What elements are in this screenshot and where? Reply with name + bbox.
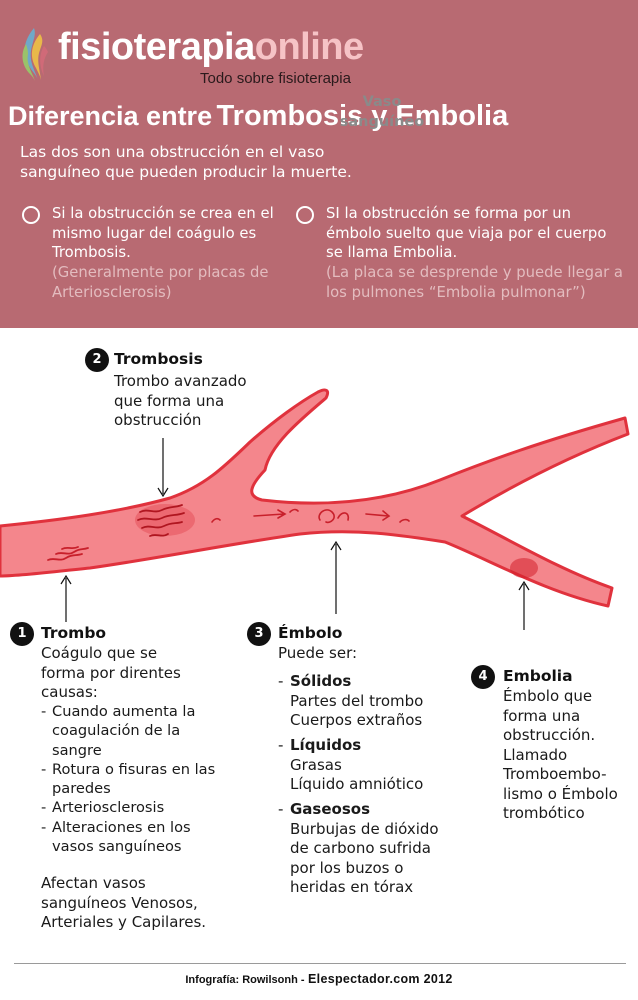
- option-embolia: SI la obstrucción se forma por un émbolo…: [296, 204, 636, 314]
- option-trombosis-note: (Generalmente por placas de Arterioscler…: [52, 264, 269, 301]
- group-item: Partes del trombo: [290, 691, 424, 710]
- group-item: Líquido amniótico: [290, 775, 424, 793]
- footer-source: Elespectador.com 2012: [308, 972, 453, 986]
- embolo-subtitle: Puede ser:: [278, 644, 358, 662]
- tagline: Todo sobre fisioterapia: [200, 70, 351, 87]
- embolia-description: Émbolo que forma una obstrucción. Llamad…: [503, 687, 618, 822]
- number-badge-3: 3: [247, 622, 271, 646]
- group-heading: Gaseosos: [278, 800, 458, 820]
- footer-credit: Infografía: Rowilsonh - Elespectador.com…: [0, 972, 638, 986]
- trombosis-title: Trombosis: [114, 350, 203, 368]
- vessel-label: Vaso sanguíneo: [339, 94, 425, 130]
- blood-vessel-shape: [0, 388, 630, 608]
- trombo-causes-list: Cuando aumenta la coagulación de la sang…: [41, 702, 216, 856]
- option-trombosis: Si la obstrucción se crea en el mismo lu…: [22, 204, 274, 314]
- pointer-lines: [60, 438, 530, 630]
- footer-author: Infografía: Rowilsonh -: [185, 974, 305, 986]
- list-item: Alteraciones en los vasos sanguíneos: [41, 818, 216, 857]
- intro-text: Las dos son una obstrucción en el vaso s…: [20, 143, 352, 181]
- trombosis-clot-mark: [135, 504, 195, 537]
- logo-flame-icon: [22, 28, 48, 81]
- brand-part2: online: [254, 26, 364, 68]
- circle-bullet-icon: [22, 206, 40, 224]
- trombosis-description: Trombo avanzado que forma una obstrucció…: [114, 372, 247, 429]
- group-heading: Líquidos: [278, 736, 478, 756]
- option-trombosis-text: Si la obstrucción se crea en el mismo lu…: [52, 205, 274, 261]
- embolo-title: Émbolo: [278, 624, 343, 642]
- brand-part1: fisioterapia: [58, 26, 255, 68]
- footer-divider: [14, 963, 626, 964]
- embolo-group-solidos: Sólidos Partes del trombo Cuerpos extrañ…: [278, 672, 478, 731]
- number-badge-4: 4: [471, 665, 495, 689]
- trombo-clot-mark: [47, 546, 89, 561]
- embolo-group-liquidos: Líquidos Grasas Líquido amniótico: [278, 736, 478, 795]
- page-title: Diferencia entre Trombosis y Embolia: [8, 100, 508, 133]
- list-item: Rotura o fisuras en las paredes: [41, 760, 216, 799]
- group-heading: Sólidos: [278, 672, 478, 692]
- group-item: Cuerpos extraños: [290, 711, 423, 729]
- embolia-obstruction-mark: [510, 558, 538, 578]
- group-item: Grasas: [290, 755, 342, 774]
- group-item: Burbujas de dióxido de carbono sufrida p…: [290, 819, 439, 897]
- trombo-title: Trombo: [41, 624, 107, 642]
- list-item: Arteriosclerosis: [41, 798, 216, 818]
- number-badge-2: 2: [85, 348, 109, 372]
- title-part1: Diferencia entre: [8, 101, 213, 131]
- title-part2: Trombosis y Embolia: [216, 100, 509, 132]
- number-badge-1: 1: [10, 622, 34, 646]
- option-embolia-note: (La placa se desprende y puede llegar a …: [326, 264, 623, 301]
- list-item: Cuando aumenta la coagulación de la sang…: [41, 702, 216, 760]
- circle-bullet-icon: [296, 206, 314, 224]
- embolia-title: Embolia: [503, 667, 573, 685]
- header-banner: fisioterapiaonline Todo sobre fisioterap…: [0, 0, 638, 328]
- option-embolia-text: SI la obstrucción se forma por un émbolo…: [326, 205, 607, 261]
- embolo-group-gaseosos: Gaseosos Burbujas de dióxido de carbono …: [278, 800, 458, 898]
- embolo-marks: [211, 508, 410, 524]
- trombo-affects: Afectan vasos sanguíneos Venosos, Arteri…: [41, 874, 207, 931]
- blood-vessel-diagram: [0, 388, 630, 630]
- brand-logo-text: fisioterapiaonline: [58, 24, 364, 70]
- trombo-intro: Coágulo que se forma por direntes causas…: [41, 644, 181, 701]
